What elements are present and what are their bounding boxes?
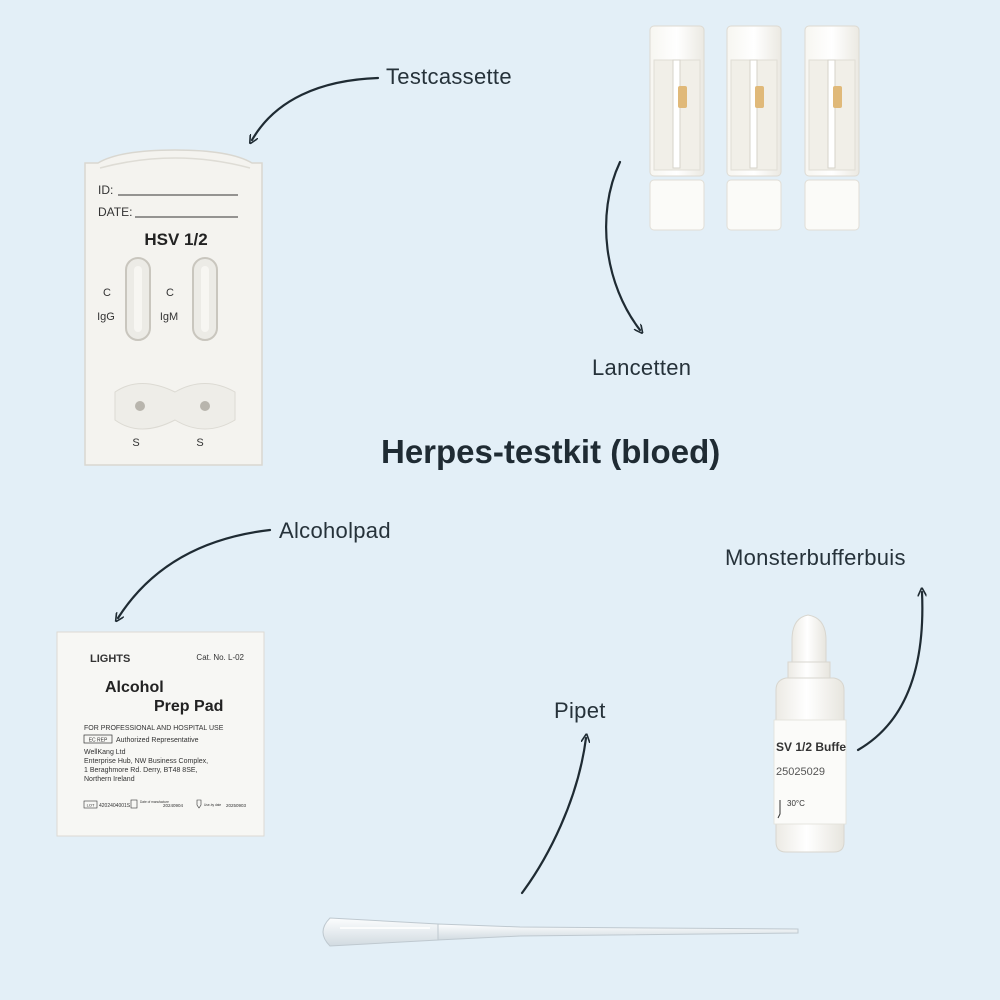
vial-label-lot: 25025029 [776,766,825,778]
cassette-s-right: S [196,437,203,449]
pad-lot-value: 4202404001S [99,803,131,809]
pad-address-4: Northern Ireland [84,776,135,783]
cassette-s-left: S [132,437,139,449]
vial-neck [787,661,831,679]
arrow-lancetten [605,160,640,330]
pad-exp-value: 20250903 [226,803,247,808]
page-title: Herpes-testkit (bloed) [381,433,721,470]
lancet-3 [804,25,860,231]
pad-cat-no: Cat. No. L-02 [196,653,244,662]
pad-rep: Authorized Representative [116,737,199,744]
arrow-pipet [520,738,586,895]
lancet-2 [726,25,782,231]
cassette-id-label: ID: [98,183,113,197]
cassette-sample-well-right [200,401,210,411]
arrow-alcoholpad [118,528,272,618]
pipette-stem [437,923,799,941]
cassette-igm-label: IgM [160,311,178,323]
cassette-c-right: C [166,287,174,299]
pad-address-3: 1 Beraghmore Rd. Derry, BT48 8SE, [84,767,198,774]
label-testcassette: Testcassette [386,64,512,89]
buffer-vial: SV 1/2 Buffe 25025029 30°C [773,614,847,853]
vial-label-temp: 30°C [787,799,805,808]
arrow-testcassette [252,76,380,140]
pad-packet [56,631,265,837]
arrows [118,76,922,895]
pad-address-1: WellKang Ltd [84,749,126,756]
pad-address-2: Enterprise Hub, NW Business Complex, [84,758,208,765]
label-pipet: Pipet [554,698,606,723]
pad-exp-label: Use-by date [204,803,221,807]
cassette-sample-well-left [135,401,145,411]
test-cassette: ID: DATE: HSV 1/2 C C IgG IgM S S [84,149,263,466]
thermometer-icon [777,800,781,819]
cassette-product-name: HSV 1/2 [144,230,207,249]
pad-ec-rep-badge [83,734,113,744]
pipette [322,917,799,947]
lancet-1 [649,25,705,231]
pad-title-line2: Prep Pad [154,698,223,715]
pad-title-line1: Alcohol [105,679,164,696]
vial-tip [791,614,827,667]
pad-mfg-value: 20240904 [163,803,184,808]
label-monsterbufferbuis: Monsterbufferbuis [725,545,906,570]
label-lancetten: Lancetten [592,355,692,380]
alcohol-prep-pad: LIGHTS Cat. No. L-02 Alcohol Prep Pad FO… [56,631,265,837]
cassette-igg-label: IgG [97,311,115,323]
cassette-c-left: C [103,287,111,299]
pipette-bulb [322,917,439,947]
lancets [649,25,860,231]
svg-text:EC REP: EC REP [89,738,108,744]
pad-lot-label: LOT [87,803,95,808]
vial-label-name: SV 1/2 Buffe [776,740,846,754]
pad-use-note: FOR PROFESSIONAL AND HOSPITAL USE [84,725,224,732]
pad-brand: LIGHTS [90,653,130,665]
label-alcoholpad: Alcoholpad [279,518,391,543]
cassette-date-label: DATE: [98,205,132,219]
arrow-monsterbufferbuis [856,592,922,752]
pad-mfg-label: Date of manufacture [140,800,169,804]
